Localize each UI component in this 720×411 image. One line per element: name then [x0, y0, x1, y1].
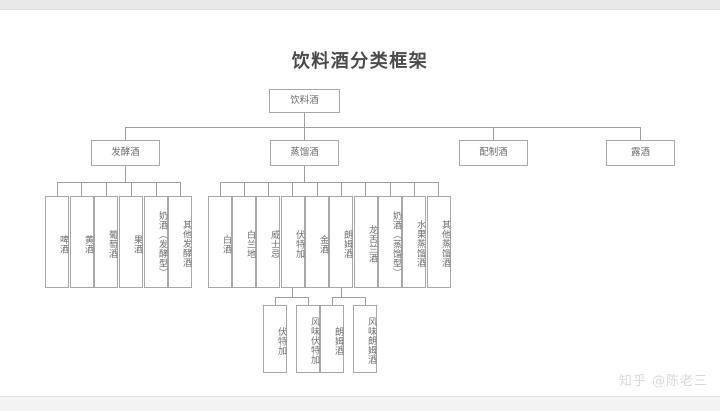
node-fermented-child-2[interactable]: 葡萄酒 [94, 196, 118, 288]
connector-distilled-drop-5 [341, 182, 342, 196]
node-distilled-child-1[interactable]: 白兰地 [232, 196, 256, 288]
connector-root-stem [304, 113, 305, 127]
connector-fermented-drop-3 [131, 182, 132, 196]
connector-distilled-drop-0 [220, 182, 221, 196]
connector-level1-drop-distilled [304, 127, 305, 140]
node-distilled-child-3[interactable]: 伏特加 [281, 196, 305, 288]
node-vodka-child-0[interactable]: 伏特加 [263, 305, 287, 373]
connector-distilled-stem [304, 166, 305, 182]
connector-distilled-drop-1 [244, 182, 245, 196]
node-distilled[interactable]: 蒸馏酒 [270, 140, 339, 166]
connector-distilled-drop-3 [292, 182, 293, 196]
node-distilled-child-9[interactable]: 其他蒸馏酒 [427, 196, 451, 288]
node-distilled-child-2[interactable]: 威士忌 [256, 196, 280, 288]
connector-rum-drop-0 [332, 297, 333, 305]
connector-distilled-drop-8 [414, 182, 415, 196]
connector-distilled-drop-7 [390, 182, 391, 196]
node-distilled-child-0[interactable]: 白酒 [208, 196, 232, 288]
node-distilled-child-8[interactable]: 水果蒸馏酒 [402, 196, 426, 288]
node-root[interactable]: 饮料酒 [269, 89, 340, 113]
connector-fermented-drop-1 [81, 182, 82, 196]
node-fermented-child-3[interactable]: 果酒 [119, 196, 143, 288]
connector-vodka-bus [275, 297, 309, 298]
node-rum-child-1[interactable]: 风味朗姆酒 [353, 305, 377, 373]
connector-rum-drop-1 [365, 297, 366, 305]
node-distilled-child-6[interactable]: 龙舌兰酒 [354, 196, 378, 288]
page-edge-top-divider [0, 9, 720, 10]
watermark: 知乎 @陈老三 [618, 374, 708, 389]
node-fermented-child-0[interactable]: 啤酒 [45, 196, 69, 288]
connector-distilled-drop-6 [365, 182, 366, 196]
node-blended[interactable]: 配制酒 [459, 140, 528, 166]
connector-level1-drop-fermented [125, 127, 126, 140]
node-fermented[interactable]: 发酵酒 [91, 140, 160, 166]
connector-fermented-drop-4 [156, 182, 157, 196]
page-edge-bottom-divider [0, 396, 720, 397]
node-distilled-child-4[interactable]: 金酒 [305, 196, 329, 288]
node-distilled-child-5[interactable]: 朗姆酒 [329, 196, 353, 288]
connector-level1-bus [125, 127, 640, 128]
connector-distilled-drop-9 [438, 182, 439, 196]
connector-fermented-drop-2 [106, 182, 107, 196]
page-edge-top [0, 0, 720, 9]
connector-vodka-stem [292, 288, 293, 297]
node-distilled-child-7[interactable]: 奶酒（蒸馏型） [378, 196, 402, 288]
connector-distilled-drop-4 [317, 182, 318, 196]
page-edge-bottom [0, 397, 720, 411]
connector-fermented-stem [125, 166, 126, 182]
node-fermented-child-4[interactable]: 奶酒（发酵型） [144, 196, 168, 288]
node-vodka-child-1[interactable]: 风味伏特加 [296, 305, 320, 373]
connector-vodka-drop-1 [308, 297, 309, 305]
connector-fermented-bus [57, 182, 180, 183]
page-title: 饮料酒分类框架 [291, 51, 429, 72]
node-fermented-child-5[interactable]: 其他发酵酒 [168, 196, 192, 288]
node-rum-child-0[interactable]: 朗姆酒 [320, 305, 344, 373]
connector-distilled-drop-2 [268, 182, 269, 196]
node-fermented-child-1[interactable]: 黄酒 [70, 196, 94, 288]
connector-rum-bus [332, 297, 366, 298]
connector-level1-drop-blended [493, 127, 494, 140]
connector-rum-stem [341, 288, 342, 297]
connector-level1-drop-lujiu [640, 127, 641, 140]
connector-fermented-drop-0 [57, 182, 58, 196]
connector-vodka-drop-0 [275, 297, 276, 305]
connector-distilled-bus [220, 182, 438, 183]
node-lujiu[interactable]: 露酒 [606, 140, 675, 166]
connector-fermented-drop-5 [180, 182, 181, 196]
